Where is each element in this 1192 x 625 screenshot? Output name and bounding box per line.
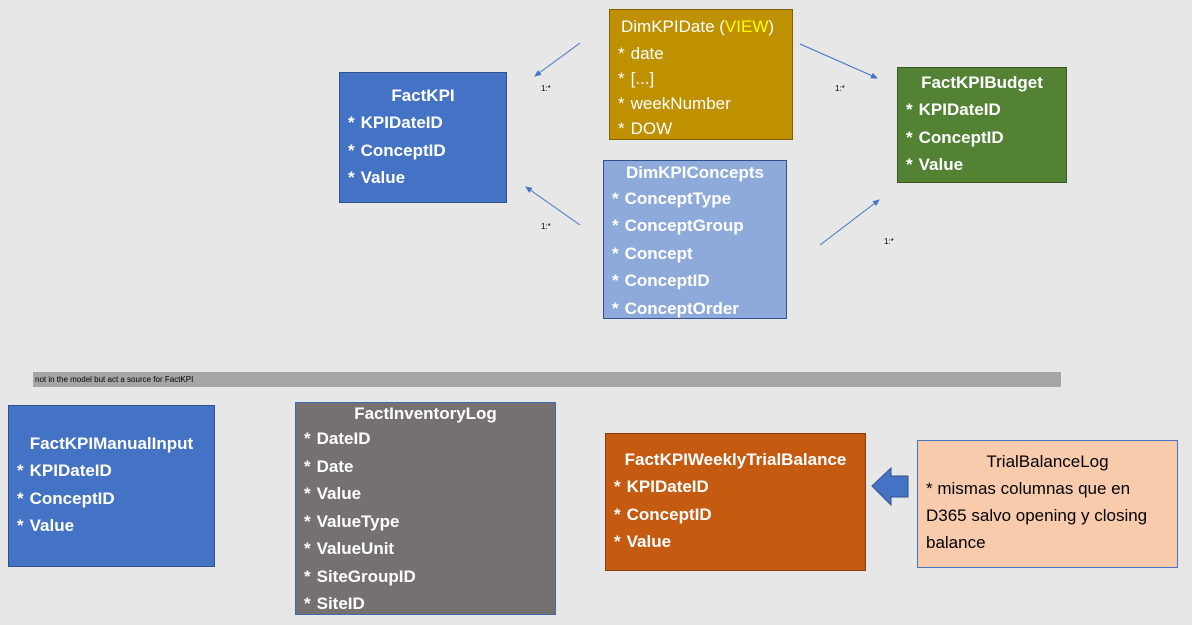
table-factkpiweeklytrialbalance[interactable]: FactKPIWeeklyTrialBalance *KPIDateID *Co…	[605, 433, 866, 571]
view-tag: VIEW	[724, 17, 769, 36]
field-value: *Value	[17, 516, 75, 535]
table-title: FactKPIManualInput	[29, 434, 194, 453]
arrow-concepts-to-budget	[819, 199, 880, 246]
arrow-date-to-budget	[799, 43, 878, 79]
field-date: *Date	[304, 456, 354, 476]
field-kpidateid: *KPIDateID	[348, 113, 443, 132]
table-title: FactInventoryLog	[354, 404, 497, 423]
cardinality-label-concepts-budget: 1:*	[884, 237, 894, 246]
table-title: FactKPI	[391, 86, 455, 105]
table-title: TrialBalanceLog	[986, 452, 1109, 471]
table-factkpibudget[interactable]: FactKPIBudget *KPIDateID *ConceptID *Val…	[897, 67, 1067, 183]
field-conceptid: *ConceptID	[906, 127, 1004, 147]
table-factkpimanualinput[interactable]: FactKPIManualInput *KPIDateID *ConceptID…	[8, 405, 215, 567]
field-siteid: *SiteID	[304, 594, 365, 613]
source-banner: not in the model but act a source for Fa…	[33, 372, 1061, 387]
field-conceptorder: *ConceptOrder	[612, 298, 739, 318]
table-factkpi[interactable]: FactKPI *KPIDateID *ConceptID *Value	[339, 72, 507, 203]
field-conceptid: *ConceptID	[348, 140, 446, 160]
field-ellipsis: *[...]	[618, 69, 655, 88]
field-conceptgroup: *ConceptGroup	[612, 216, 744, 236]
arrow-concepts-to-factkpi	[525, 186, 581, 226]
field-weeknumber: *weekNumber	[618, 94, 731, 113]
field-valueunit: *ValueUnit	[304, 539, 395, 558]
field-kpidateid: *KPIDateID	[906, 100, 1001, 119]
cardinality-label-concepts-factkpi: 1:*	[541, 222, 551, 231]
table-title: FactKPIWeeklyTrialBalance	[624, 450, 847, 469]
field-kpidateid: *KPIDateID	[17, 461, 112, 480]
table-dimkpiconcepts[interactable]: DimKPIConcepts *ConceptType *ConceptGrou…	[603, 160, 787, 319]
field-concepttype: *ConceptType	[612, 189, 732, 208]
block-arrow-left	[871, 466, 909, 507]
table-title: FactKPIBudget	[921, 73, 1043, 92]
table-trialbalancelog[interactable]: TrialBalanceLog * mismas columnas que en…	[917, 440, 1178, 568]
field-kpidateid: *KPIDateID	[614, 477, 709, 496]
field-conceptid: *ConceptID	[612, 271, 710, 291]
field-date: *date	[618, 44, 664, 63]
cardinality-label-date-factkpi: 1:*	[541, 84, 551, 93]
field-value: *Value	[906, 155, 964, 174]
field-value: *Value	[348, 168, 406, 187]
field-value: *Value	[614, 532, 672, 551]
arrow-date-to-factkpi	[534, 42, 581, 77]
field-sitegroupid: *SiteGroupID	[304, 566, 416, 586]
field-conceptid: *ConceptID	[17, 488, 115, 508]
table-title: DimKPIDate (VIEW)	[621, 17, 775, 36]
field-value: *Value	[304, 484, 362, 503]
table-factinventorylog[interactable]: FactInventoryLog *DateID *Date *Value *V…	[295, 402, 556, 615]
field-concept: *Concept	[612, 243, 693, 263]
table-dimkpidate[interactable]: DimKPIDate (VIEW) *date *[...] *weekNumb…	[609, 9, 793, 140]
field-dow: *DOW	[618, 119, 673, 138]
field-valuetype: *ValueType	[304, 511, 400, 531]
table-title: DimKPIConcepts	[626, 163, 764, 182]
field-dateid: *DateID	[304, 429, 371, 448]
field-conceptid: *ConceptID	[614, 504, 712, 524]
cardinality-label-date-budget: 1:*	[835, 84, 845, 93]
table-note: * mismas columnas que en D365 salvo open…	[926, 479, 1148, 552]
